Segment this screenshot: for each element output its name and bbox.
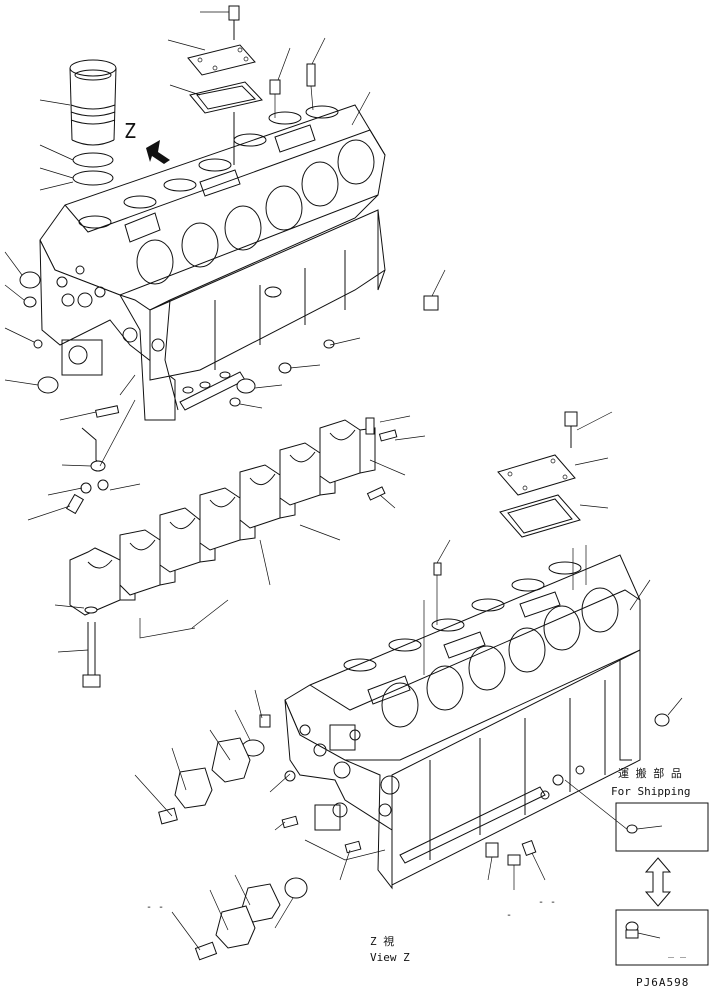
shipping-parts-callout: 運 搬 部 品 For Shipping _ _ [611, 766, 709, 966]
drawing-code: PJ6A598 [636, 976, 689, 989]
cylinder-liner [69, 59, 117, 146]
bearing-cap [319, 419, 376, 484]
upper-left-small-parts [19, 271, 439, 515]
upper-cylinder-block [39, 104, 386, 421]
view-z-label-en: View Z [370, 951, 410, 964]
bearing-cap [159, 507, 216, 573]
shipping-box-upper [615, 802, 709, 852]
view-z-label-jp: Z 視 [370, 934, 394, 948]
bearing-cap [199, 487, 256, 551]
lower-cover-assembly [436, 411, 651, 611]
dash-mark-left: - - [146, 902, 164, 913]
liner-o-rings [72, 152, 114, 186]
view-z-arrow: Z [124, 119, 170, 164]
lower-left-parts [134, 689, 386, 961]
lower-cylinder-block [284, 545, 641, 890]
shipping-label-jp: 運 搬 部 品 [618, 766, 682, 780]
shipping-box-lower [615, 909, 709, 966]
leader-lines-upper [4, 11, 446, 521]
main-bearing-bolt [54, 604, 101, 688]
shipping-label-en: For Shipping [611, 785, 690, 798]
double-arrow-icon [644, 857, 672, 907]
lower-right-fittings [485, 697, 683, 890]
shipping-box-dash: _ _ [668, 947, 687, 958]
dash-mark-right: - - [538, 897, 556, 908]
dash-mark-mid: - [506, 910, 512, 921]
main-bearing-caps [69, 415, 426, 639]
z-marker-label: Z [124, 119, 136, 143]
upper-cover-assembly [187, 5, 316, 165]
